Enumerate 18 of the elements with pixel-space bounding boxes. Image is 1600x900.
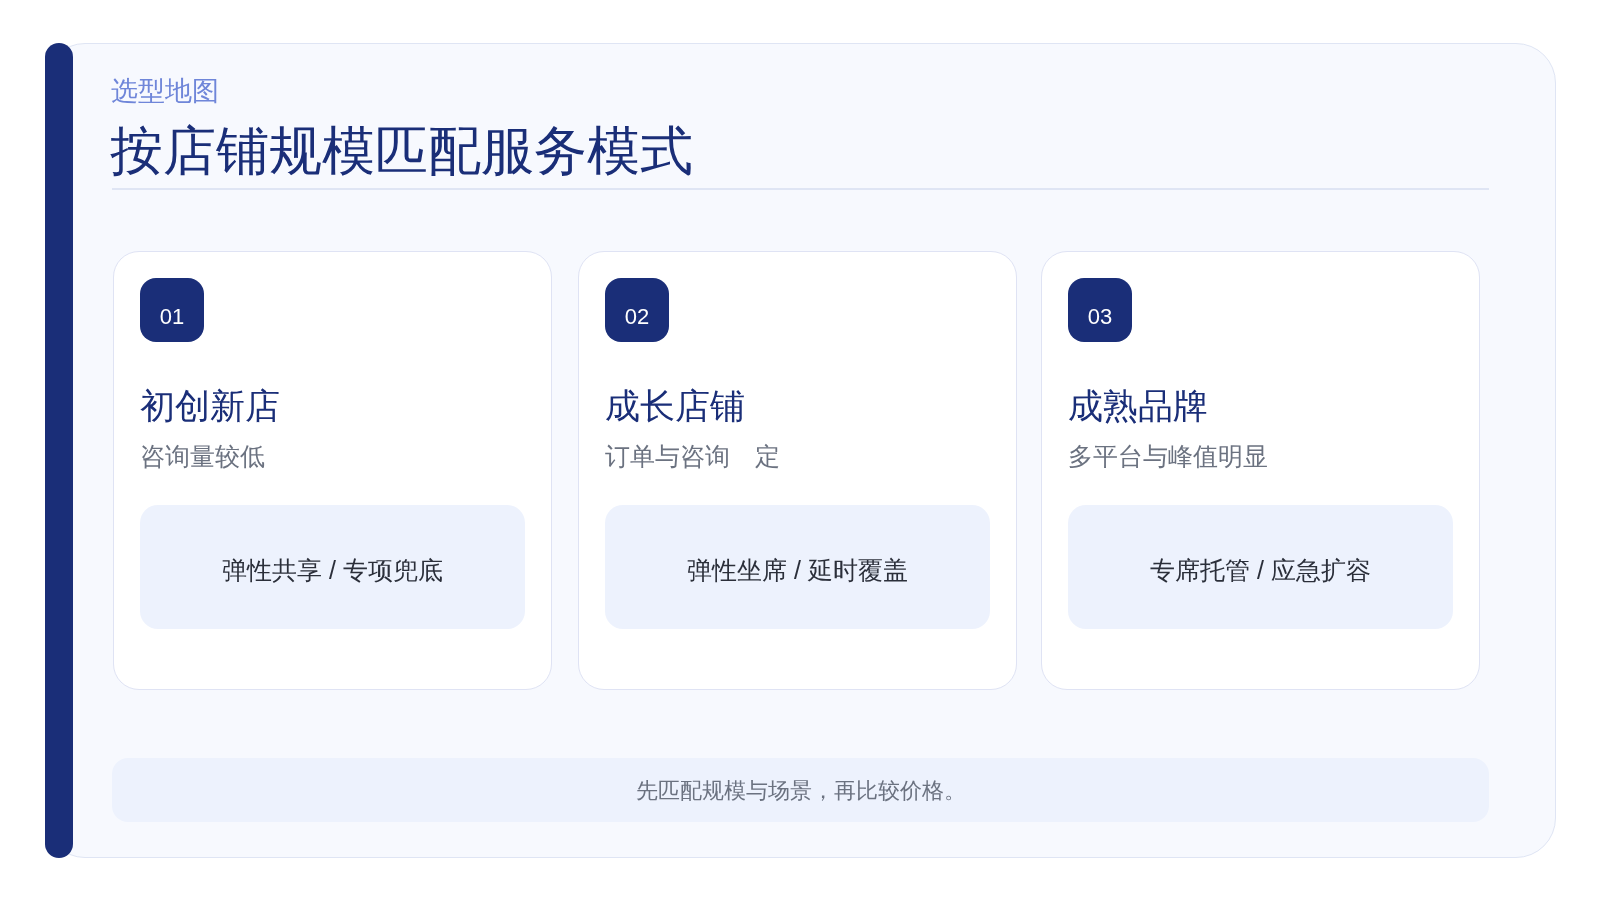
stage-card bbox=[578, 251, 1017, 690]
card-subheading: 咨询量较低 bbox=[140, 441, 265, 471]
service-mode-panel: 弹性共享 / 专项兜底 bbox=[140, 505, 525, 629]
stage-card bbox=[1041, 251, 1480, 690]
card-subheading: 订单与咨询 定 bbox=[605, 441, 780, 471]
service-mode-panel: 专席托管 / 应急扩容 bbox=[1068, 505, 1453, 629]
stage-card bbox=[113, 251, 552, 690]
card-heading: 初创新店 bbox=[140, 386, 280, 426]
card-heading: 成长店铺 bbox=[605, 386, 745, 426]
number-badge: 03 bbox=[1068, 278, 1132, 342]
service-mode-panel: 弹性坐席 / 延时覆盖 bbox=[605, 505, 990, 629]
section-subtitle: 选型地图 bbox=[111, 75, 219, 107]
page-title: 按店铺规模匹配服务模式 bbox=[110, 121, 693, 181]
number-badge: 01 bbox=[140, 278, 204, 342]
number-badge: 02 bbox=[605, 278, 669, 342]
note-banner: 先匹配规模与场景，再比较价格。 bbox=[112, 758, 1489, 822]
card-heading: 成熟品牌 bbox=[1068, 386, 1208, 426]
card-subheading: 多平台与峰值明显 bbox=[1068, 441, 1268, 471]
